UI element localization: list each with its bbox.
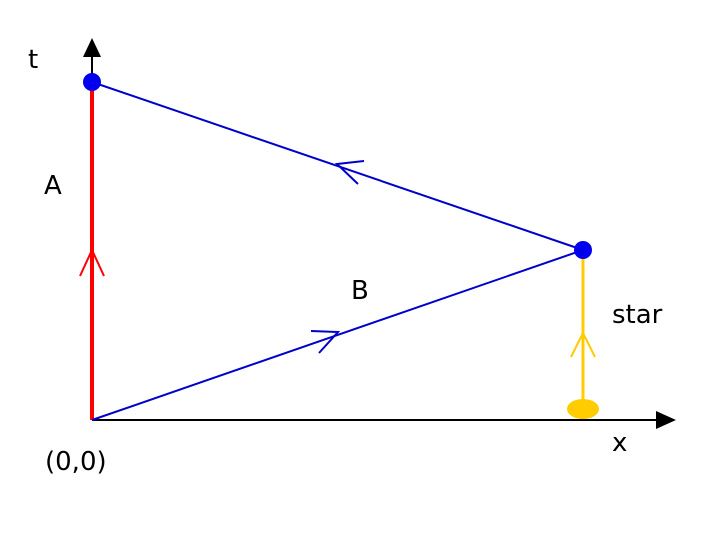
x-axis-label: x [612,428,627,458]
star-label: star [612,300,663,330]
t-axis-label: t [28,45,38,75]
worldline-b-label: B [351,276,369,306]
worldline-a-arrow [79,247,105,277]
worldline-b-outbound [91,249,584,421]
turnaround-event-dot [574,241,592,259]
x-axis-arrowhead [656,411,676,429]
worldline-b-return [91,81,584,251]
return-event-dot [83,73,101,91]
star-marker [567,399,599,419]
star-worldline-arrow [570,330,596,358]
origin-label: (0,0) [45,447,107,477]
worldline-b-outbound-arrow [310,330,341,354]
worldline-a-label: A [44,171,62,201]
worldline-b-return-arrow [334,160,365,185]
t-axis-arrowhead [83,38,101,57]
